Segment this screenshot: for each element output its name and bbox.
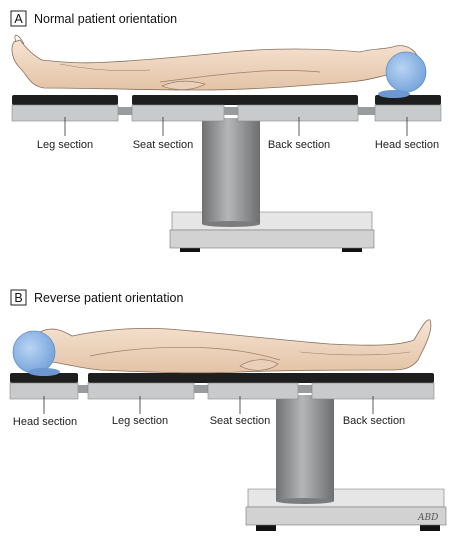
label-head-section-a: Head section (375, 139, 439, 151)
leg-pad (12, 95, 118, 105)
artist-signature: ABD (417, 513, 438, 523)
surgical-cap-icon (12, 330, 56, 374)
seat-section (131, 104, 225, 122)
panel-b-title: Reverse patient orientation (34, 291, 183, 305)
label-seat-section-a: Seat section (133, 139, 194, 151)
label-leg-section-b: Leg section (112, 415, 168, 427)
label-head-section-b: Head section (13, 416, 77, 428)
callouts-a (64, 117, 408, 136)
panel-b-letter: B (14, 291, 22, 305)
panel-a-letter-box (10, 10, 27, 27)
table-a-column (202, 118, 260, 224)
panel-b: B Reverse patient orientation (9, 289, 447, 531)
leg-section (87, 382, 195, 400)
back-section (237, 104, 359, 122)
table-b-column (276, 395, 334, 501)
patient-b (12, 319, 432, 376)
panel-a: A Normal patient orientation (10, 10, 442, 252)
seat-section (207, 382, 299, 400)
patient-a (11, 34, 427, 98)
seat-back-pad (132, 95, 358, 105)
table-a-top (11, 95, 442, 122)
panel-b-letter-box (10, 289, 27, 306)
table-b-top (9, 373, 435, 400)
label-leg-section-a: Leg section (37, 139, 93, 151)
label-back-section-b: Back section (343, 415, 405, 427)
table-b-pedestal (245, 395, 447, 531)
label-seat-section-b: Seat section (210, 415, 271, 427)
panel-a-letter: A (14, 12, 23, 26)
table-a-pedestal (169, 118, 375, 252)
surgical-cap-icon (385, 51, 427, 93)
callouts-b (43, 396, 374, 414)
head-section (374, 104, 442, 122)
label-back-section-a: Back section (268, 139, 330, 151)
panel-a-title: Normal patient orientation (34, 12, 177, 26)
